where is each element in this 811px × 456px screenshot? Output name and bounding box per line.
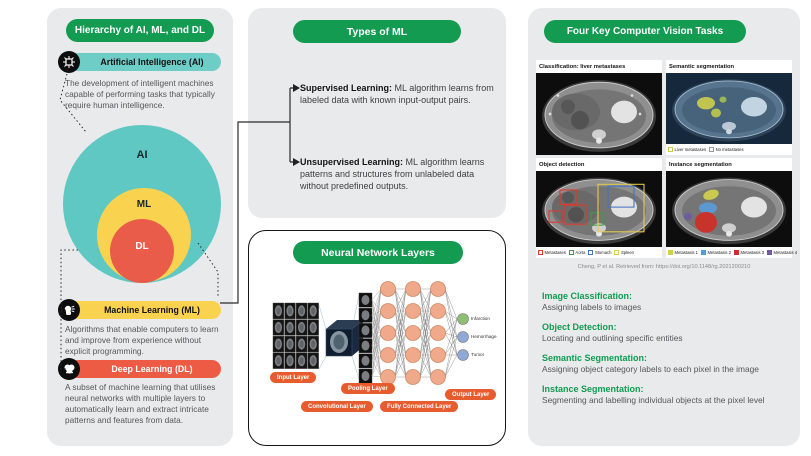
dl-label: Deep Learning (DL)	[111, 364, 193, 374]
artificial-intelligence-pill: Artificial Intelligence (AI)	[69, 53, 221, 71]
unsupervised-learning-entry: Unsupervised Learning: ML algorithm lear…	[300, 156, 500, 192]
supervised-learning-entry: Supervised Learning: ML algorithm learns…	[300, 82, 500, 106]
legend-swatch	[734, 250, 740, 255]
legend-swatch	[568, 250, 574, 255]
object-detection-ct-image	[536, 171, 662, 247]
definition-term: Semantic Segmentation:	[542, 352, 648, 363]
definition-semantic-segmentation: Semantic Segmentation: Assigning object …	[542, 353, 784, 375]
legend-swatch	[588, 250, 594, 255]
types-of-ml-panel: Types of ML Supervised Learning: ML algo…	[248, 8, 506, 218]
supervised-term: Supervised Learning:	[300, 83, 393, 93]
definition-image-classification: Image Classification: Assigning labels t…	[542, 291, 784, 313]
definition-object-detection: Object Detection: Locating and outlining…	[542, 322, 784, 344]
instance-ct-image	[666, 171, 792, 247]
legend-label: Aorta	[575, 250, 586, 255]
output-class-tumor: Tumor	[471, 352, 485, 357]
legend-item: No metastases	[709, 147, 744, 152]
cv-tasks-panel: Four Key Computer Vision Tasks Classific…	[528, 8, 800, 446]
legend-label: Spleen	[620, 250, 635, 255]
legend-item: Metastasis 2	[701, 250, 731, 255]
classification-caption: Classification: liver metastases	[536, 60, 662, 73]
legend-label: Metastasis 2	[707, 250, 732, 255]
instance-caption: Instance segmentation	[666, 158, 792, 171]
legend-item: Liver metastases	[668, 147, 706, 152]
supervised-desc: ML algorithm learns from labeled data wi…	[300, 83, 494, 106]
ml-label: Machine Learning (ML)	[104, 305, 200, 315]
legend-swatch	[668, 147, 673, 152]
unsupervised-desc: ML algorithm learns patterns and structu…	[300, 157, 485, 192]
definition-desc: Assigning object category labels to each…	[542, 363, 759, 374]
neural-network-panel: Neural Network Layers Input Layer Convol…	[248, 230, 506, 446]
deep-learning-pill: Deep Learning (DL)	[69, 360, 221, 378]
network-diagram	[272, 281, 469, 385]
definition-term: Image Classification:	[542, 291, 633, 301]
object-detection-card: Object detection	[536, 158, 662, 258]
legend-swatch	[701, 250, 707, 255]
citation-text: Cheng, P et al. Retrieved from: https://…	[577, 264, 751, 270]
legend-label: Stomach	[594, 250, 612, 255]
venn-circle-dl: DL	[110, 219, 174, 283]
legend-label: No metastases	[715, 147, 744, 152]
legend-swatch	[709, 147, 715, 152]
venn-label-ml: ML	[136, 199, 152, 210]
output-class-infarction: Infarction	[471, 316, 490, 321]
ml-head-gear-icon	[58, 299, 80, 321]
classification-ct-image	[536, 73, 662, 155]
output-layer-label: Output Layer	[445, 389, 497, 400]
instance-segmentation-card: Instance segmentation Metastasis 1 Metas…	[666, 158, 797, 258]
legend-item: Metastasis 1	[668, 250, 698, 255]
legend-item: Metastasis 4	[767, 250, 797, 255]
legend-item: Aorta	[568, 250, 586, 255]
legend-label: Metastasis 3	[740, 250, 765, 255]
legend-label: Metastasis 1	[674, 250, 699, 255]
instance-legend: Metastasis 1 Metastasis 2 Metastasis 3 M…	[666, 247, 797, 258]
legend-item: Metastasis 3	[734, 250, 764, 255]
convolutional-layer-label: Convolutional Layer	[301, 401, 373, 412]
legend-swatch	[538, 250, 543, 255]
pooling-layer-label: Pooling Layer	[341, 383, 395, 394]
object-detection-caption: Object detection	[536, 158, 662, 171]
dl-brain-icon	[58, 358, 80, 380]
legend-item: Metastases	[538, 250, 566, 255]
definition-term: Object Detection:	[542, 321, 617, 332]
definition-instance-segmentation: Instance Segmentation: Segmenting and la…	[542, 384, 784, 406]
definition-desc: Locating and outlining specific entities	[542, 332, 683, 343]
definition-desc: Segmenting and labelling individual obje…	[542, 394, 765, 405]
ml-description: Algorithms that enable computers to lear…	[65, 324, 219, 357]
nn-title-pill: Neural Network Layers	[293, 241, 463, 264]
venn-label-dl: DL	[135, 241, 149, 252]
legend-swatch	[767, 250, 773, 255]
machine-learning-pill: Machine Learning (ML)	[69, 301, 221, 319]
input-layer-label: Input Layer	[270, 372, 317, 383]
classification-card: Classification: liver metastases	[536, 60, 662, 155]
legend-swatch	[668, 250, 673, 255]
legend-swatch	[614, 250, 620, 255]
semantic-segmentation-card: Semantic segmentation Liver metastases N…	[666, 60, 792, 155]
venn-label-ai: AI	[136, 149, 148, 161]
output-class-hemorrhage: Hemorrhage	[471, 334, 497, 339]
semantic-ct-image	[666, 73, 792, 144]
cv-title-pill: Four Key Computer Vision Tasks	[544, 20, 746, 43]
semantic-legend: Liver metastases No metastases	[666, 144, 792, 155]
object-detection-legend: Metastases Aorta Stomach Spleen	[536, 247, 662, 258]
legend-label: Metastasis 4	[773, 250, 798, 255]
cv-definitions: Image Classification: Assigning labels t…	[542, 291, 784, 415]
fully-connected-layer-label: Fully Connected Layer	[380, 401, 459, 412]
types-title-pill: Types of ML	[293, 20, 461, 43]
ai-description: The development of intelligent machines …	[65, 78, 215, 111]
hierarchy-title-pill: Hierarchy of AI, ML, and DL	[66, 19, 214, 42]
legend-item: Spleen	[614, 250, 634, 255]
hierarchy-panel: Hierarchy of AI, ML, and DL Artificial I…	[47, 8, 233, 446]
unsupervised-term: Unsupervised Learning:	[300, 157, 404, 167]
legend-label: Liver metastases	[674, 147, 707, 152]
legend-label: Metastases	[544, 250, 566, 255]
definition-desc: Assigning labels to images	[542, 302, 642, 312]
ai-label: Artificial Intelligence (AI)	[100, 57, 204, 67]
dl-description: A subset of machine learning that utilis…	[65, 382, 216, 426]
legend-item: Stomach	[588, 250, 611, 255]
semantic-caption: Semantic segmentation	[666, 60, 792, 73]
ai-chip-icon	[58, 51, 80, 73]
definition-term: Instance Segmentation:	[542, 383, 644, 394]
